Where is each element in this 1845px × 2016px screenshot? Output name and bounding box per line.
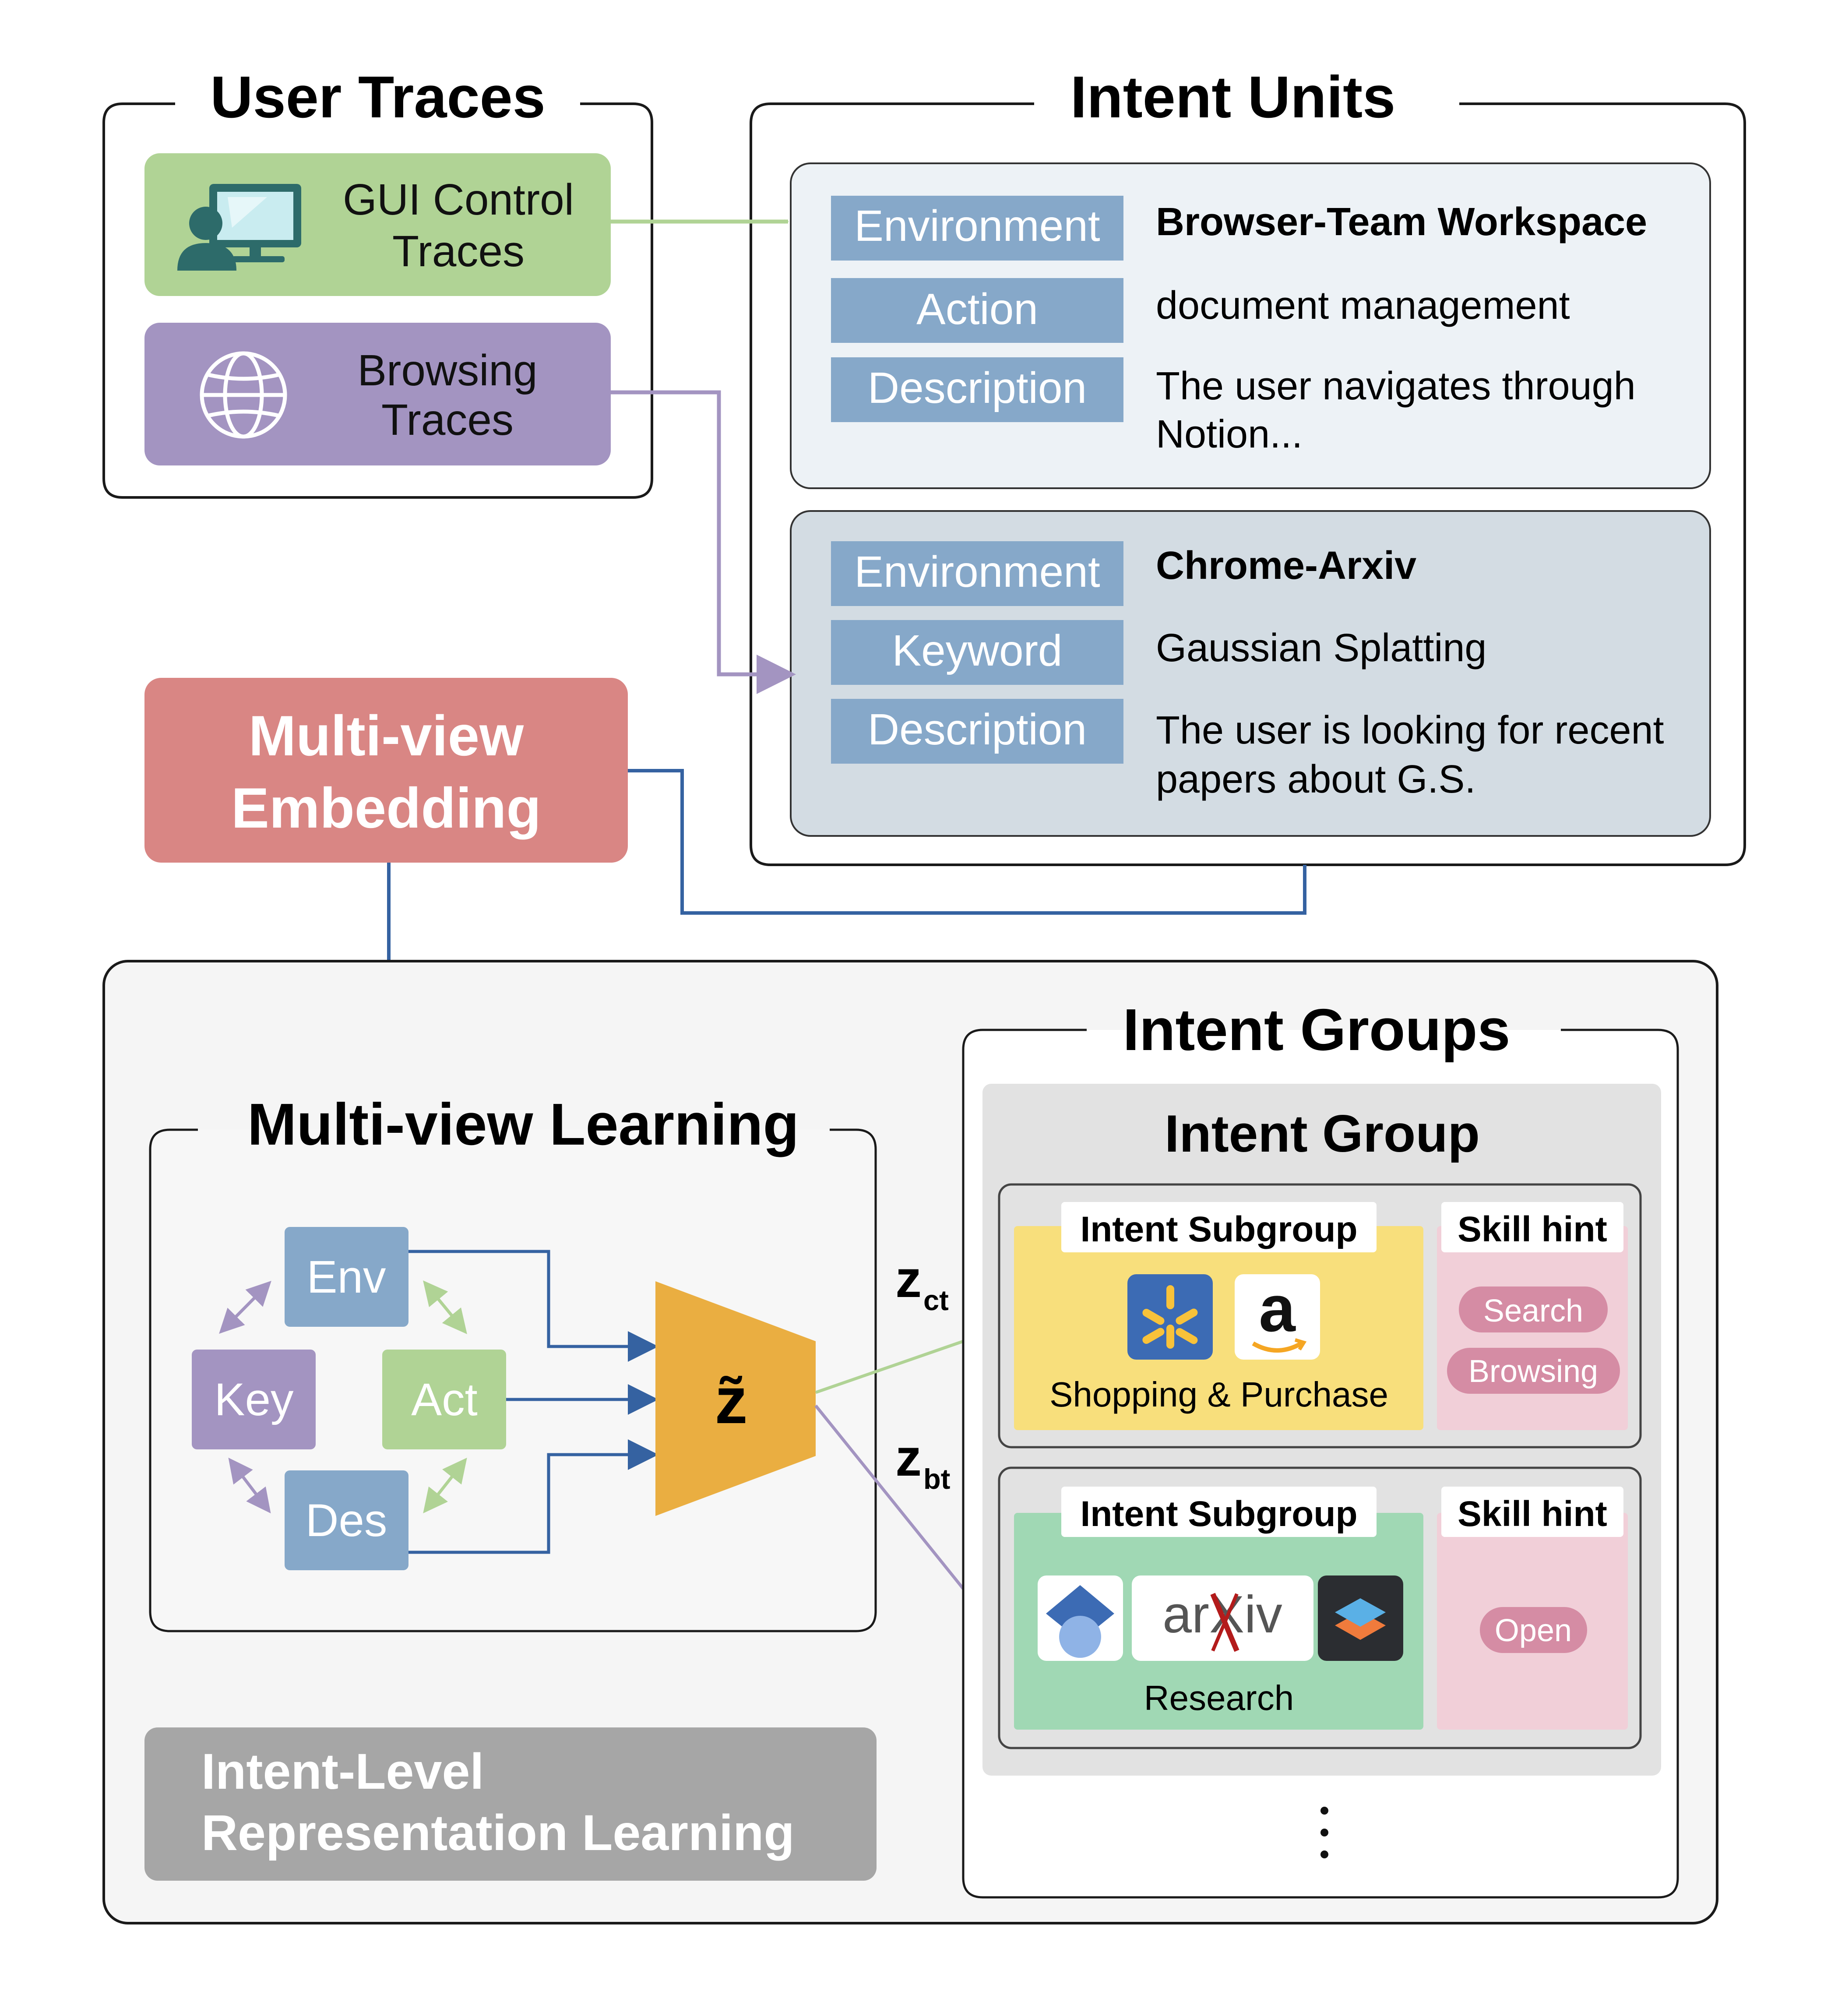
unit1-environment-label: Environment [854, 201, 1100, 250]
embedding-line1: Multi-view [249, 704, 524, 768]
computer-user-icon [177, 184, 301, 271]
subgroup2-label: Intent Subgroup [1080, 1494, 1357, 1534]
unit2-description-line2: papers about G.S. [1156, 758, 1475, 801]
unit1-description-label: Description [868, 363, 1087, 412]
stack-app-logo [1318, 1575, 1403, 1661]
unit1-description-line2: Notion... [1156, 412, 1303, 456]
amazon-logo: a [1235, 1272, 1320, 1360]
des-to-encoder-arrow [408, 1439, 658, 1554]
view-key: Key [215, 1374, 294, 1425]
embedding-line2: Embedding [231, 776, 541, 840]
subgroup1-label: Intent Subgroup [1080, 1209, 1357, 1249]
intent-units-panel: Intent Units Environment Action Descript… [750, 64, 1746, 866]
gui-control-traces-box: GUI Control Traces [144, 153, 611, 296]
skill-open: Open [1495, 1613, 1572, 1648]
svg-text:a: a [1259, 1272, 1296, 1345]
env-act-link [423, 1280, 467, 1334]
unit2-description-line1: The user is looking for recent [1156, 708, 1664, 752]
unit2-environment-value: Chrome-Arxiv [1156, 544, 1416, 588]
encoder-z-label: z̃ [715, 1364, 748, 1437]
intent-units-title: Intent Units [1070, 64, 1395, 130]
intent-groups-title: Intent Groups [1123, 997, 1511, 1063]
act-des-link [423, 1458, 467, 1513]
unit2-keyword-label: Keyword [892, 626, 1062, 675]
arxiv-logo: arXiv [1132, 1575, 1313, 1661]
encoder-trapezoid: z̃ [655, 1281, 816, 1516]
user-traces-panel: User Traces GUI Control Traces [102, 64, 653, 499]
unit1-environment-value: Browser-Team Workspace [1156, 200, 1647, 244]
unit2-environment-label: Environment [854, 547, 1100, 596]
walmart-logo [1127, 1274, 1213, 1360]
units-to-embedding-connector [628, 769, 1306, 915]
view-env: Env [307, 1251, 386, 1303]
intent-unit-2: Environment Keyword Description Chrome-A… [790, 510, 1711, 837]
subgroup2-name: Research [1144, 1678, 1294, 1717]
intent-unit-1: Environment Action Description Browser-T… [790, 162, 1711, 489]
browsing-traces-line2: Traces [381, 395, 514, 444]
intent-group-title: Intent Group [1165, 1104, 1480, 1163]
more-groups-ellipsis [1320, 1807, 1328, 1858]
unit1-action-value: document management [1156, 284, 1570, 328]
representation-line2: Representation Learning [201, 1805, 795, 1861]
subgroup1-name: Shopping & Purchase [1049, 1375, 1388, 1414]
user-traces-title: User Traces [210, 64, 546, 130]
multi-view-embedding-box: Multi-view Embedding [144, 678, 628, 863]
multi-view-learning-title: Multi-view Learning [247, 1091, 799, 1157]
google-scholar-logo [1038, 1575, 1123, 1661]
intent-subgroup-research: Intent Subgroup arXiv Resear [998, 1466, 1642, 1749]
browsing-to-unit-arrow [611, 390, 796, 694]
representation-learning-panel: Multi-view Learning Env Key Act Des z̃ [102, 960, 1718, 1924]
intent-groups-panel: Intent Groups Intent Group Intent Subgro… [962, 997, 1679, 1899]
env-to-encoder-arrow [408, 1250, 658, 1362]
skill-search: Search [1483, 1293, 1583, 1329]
gui-traces-line1: GUI Control [343, 175, 574, 224]
gui-traces-line2: Traces [392, 227, 525, 276]
z-ct-label: zct [895, 1250, 949, 1316]
multi-view-learning-panel: Multi-view Learning Env Key Act Des z̃ [149, 1091, 877, 1632]
globe-icon [200, 351, 287, 439]
unit2-keyword-value: Gaussian Splatting [1156, 626, 1486, 670]
browsing-traces-box: Browsing Traces [144, 323, 611, 465]
subgroup2-skill-label: Skill hint [1458, 1494, 1607, 1534]
unit1-action-label: Action [916, 285, 1038, 334]
unit2-description-label: Description [868, 705, 1087, 754]
representation-line1: Intent-Level [201, 1744, 484, 1800]
z-bt-label: zbt [895, 1428, 950, 1495]
subgroup1-skill-label: Skill hint [1458, 1209, 1607, 1249]
view-des: Des [306, 1495, 387, 1546]
intent-subgroup-shopping: Intent Subgroup a [998, 1183, 1642, 1449]
skill-browsing: Browsing [1468, 1354, 1598, 1389]
key-des-link [228, 1457, 271, 1514]
env-key-link [219, 1281, 271, 1334]
unit1-description-line1: The user navigates through [1156, 364, 1636, 408]
representation-learning-label: Intent-Level Representation Learning [144, 1727, 877, 1881]
view-act: Act [411, 1374, 478, 1425]
browsing-traces-line1: Browsing [357, 346, 537, 395]
